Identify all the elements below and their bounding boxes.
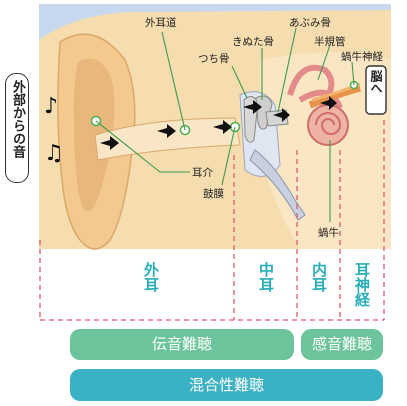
bar-conductive-label: 伝音難聴 xyxy=(151,335,212,353)
arrow-right-icon xyxy=(243,100,262,114)
label-tsuchi: つち骨 xyxy=(198,53,230,65)
brain-box xyxy=(365,65,387,115)
label-kinuta: きぬた骨 xyxy=(232,36,274,48)
section-dividers xyxy=(39,120,385,321)
incus xyxy=(255,95,273,130)
section-outer-ear: 外耳 xyxy=(142,262,160,292)
label-hankikan: 半規管 xyxy=(314,35,346,48)
bar-mixed: 混合性難聴 xyxy=(70,369,383,401)
arrow-right-icon xyxy=(213,120,232,134)
bar-sensorineural-label: 感音難聴 xyxy=(311,335,372,353)
arrow-right-icon xyxy=(320,96,337,110)
label-kagyu: 蝸牛 xyxy=(318,226,339,239)
sound-arrows xyxy=(100,96,337,150)
cochlea xyxy=(307,104,349,146)
label-kagyu-shinkei: 蝸牛神経 xyxy=(341,50,383,63)
bar-mixed-label: 混合性難聴 xyxy=(188,376,264,394)
section-inner-ear: 内耳 xyxy=(310,262,328,292)
source-label: 外部からの音 xyxy=(10,80,25,158)
label-noue: 脳へ xyxy=(369,70,383,94)
label-abumi: あぶみ骨 xyxy=(289,17,331,29)
arrow-right-icon xyxy=(273,108,290,122)
leader-lines xyxy=(95,27,355,222)
label-komaku: 鼓膜 xyxy=(203,187,224,200)
music-note-icon: ♫ xyxy=(44,141,64,166)
arrow-right-icon xyxy=(157,124,176,138)
source-box: 外部からの音 xyxy=(5,73,29,183)
auditory-nerve xyxy=(308,84,361,109)
label-jikai: 耳介 xyxy=(192,167,213,179)
section-auditory-nerve: 耳神経 xyxy=(353,262,371,307)
arrow-right-icon xyxy=(100,136,119,150)
music-note-icon: ♪ xyxy=(44,94,58,119)
section-middle-ear: 中耳 xyxy=(257,262,275,292)
label-gaijido: 外耳道 xyxy=(145,16,177,29)
bar-conductive: 伝音難聴 xyxy=(70,329,294,360)
bar-sensorineural: 感音難聴 xyxy=(301,329,383,360)
